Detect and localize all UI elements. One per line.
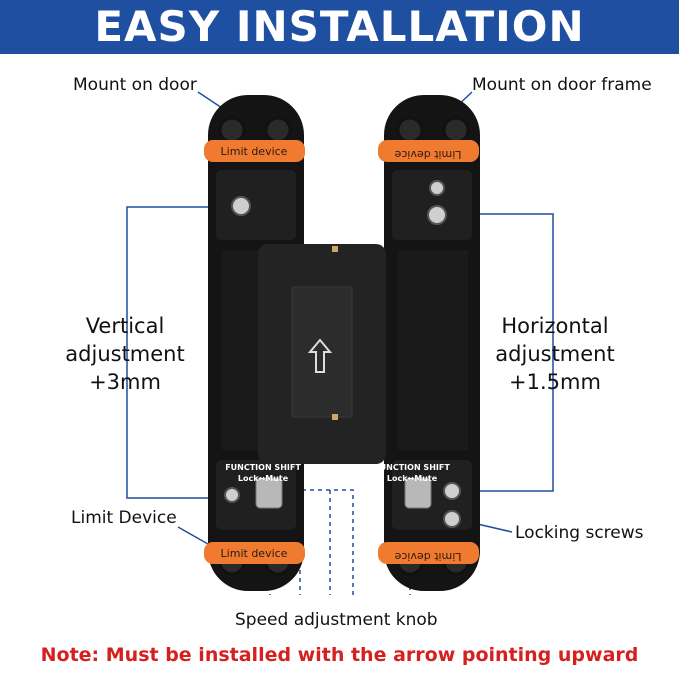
locking-screw-1 [443,482,461,500]
label-horizontal-adjustment: Horizontal adjustment +1.5mm [470,312,640,396]
limit-tag-bottom-left: Limit device [221,547,288,560]
limit-tag-bottom-right: Limit device [394,550,461,563]
bracket-vertical [126,206,228,499]
limit-tag-top-right: Limit device [394,148,461,161]
speed-knobs [255,477,432,509]
horizontal-line-2: adjustment [495,342,615,366]
function-shift-left: FUNCTION SHIFT [225,463,301,472]
up-arrow-icon [307,338,333,373]
limit-device-tags [204,140,479,564]
bracket-horizontal [448,213,554,492]
label-locking-screws: Locking screws [515,523,644,543]
function-shift-right: FUNCTION SHIFT [374,463,450,472]
label-vertical-adjustment: Vertical adjustment +3mm [40,312,210,396]
title-banner [0,0,679,54]
limit-tag-top-left: Limit device [221,145,288,158]
horizontal-adjust-screw [427,205,447,225]
leader-mount-door [197,91,223,109]
vertical-adjust-screw [231,196,251,216]
label-mount-on-door-frame: Mount on door frame [472,75,652,95]
label-limit-device: Limit Device [71,508,177,528]
installation-note: Note: Must be installed with the arrow p… [40,644,639,666]
label-mount-on-door: Mount on door [73,75,197,95]
lock-mute-right: Lock↔Mute [387,474,438,483]
vertical-line-3: +3mm [89,370,161,394]
lock-mute-left: Lock↔Mute [238,474,289,483]
label-speed-adjustment-knob: Speed adjustment knob [235,610,438,630]
locking-screw-2 [443,510,461,528]
banner-title: EASY INSTALLATION [94,2,585,51]
horizontal-line-1: Horizontal [501,314,609,338]
vertical-line-1: Vertical [85,314,165,338]
hinge-center-body [258,244,386,464]
vertical-line-2: adjustment [65,342,185,366]
hinge-right-leaf [384,95,480,591]
left-limit-screw [224,487,240,503]
horizontal-line-3: +1.5mm [509,370,601,394]
